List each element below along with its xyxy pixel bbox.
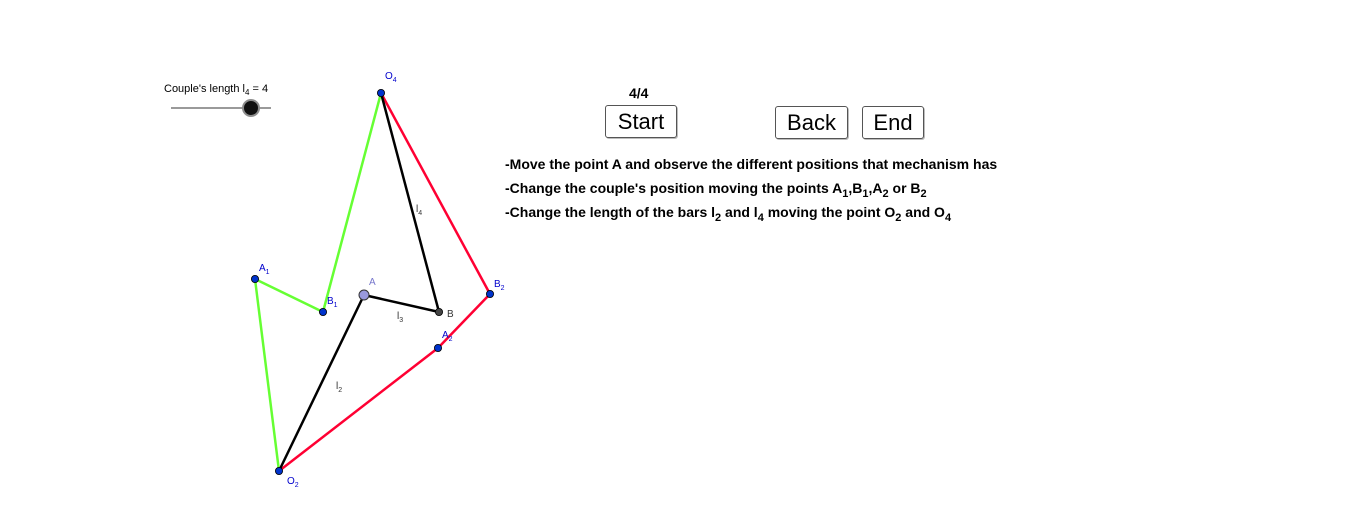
label-l4: l4 bbox=[416, 204, 422, 217]
red-bar-o2-a2 bbox=[278, 347, 439, 472]
point-b1[interactable] bbox=[318, 307, 327, 316]
red-bar-a2-b2 bbox=[437, 293, 491, 349]
slider-label: Couple's length l4 = 4 bbox=[164, 83, 269, 98]
point-b2[interactable] bbox=[485, 289, 494, 298]
green-bar-a1-b1 bbox=[254, 277, 324, 314]
label-o4: O4 bbox=[385, 71, 397, 84]
label-a1: A1 bbox=[259, 263, 270, 276]
green-bar-b1-o4 bbox=[321, 92, 383, 313]
point-a2[interactable] bbox=[433, 343, 442, 352]
instruction-line-2: -Change the couple's position moving the… bbox=[505, 180, 927, 200]
label-a: A bbox=[369, 277, 376, 288]
instruction-line-3: -Change the length of the bars l2 and l4… bbox=[505, 204, 952, 224]
green-bar-o2-a1 bbox=[253, 278, 281, 472]
instruction-line-1: -Move the point A and observe the differ… bbox=[505, 156, 998, 172]
label-b: B bbox=[447, 309, 454, 320]
label-b1: B1 bbox=[327, 296, 338, 309]
point-a[interactable] bbox=[358, 289, 370, 301]
bar-l4 bbox=[379, 92, 441, 313]
red-bar-b2-o4 bbox=[379, 92, 492, 295]
point-b[interactable] bbox=[434, 307, 443, 316]
point-o2[interactable] bbox=[274, 466, 283, 475]
slider-knob[interactable] bbox=[242, 99, 260, 117]
point-o4[interactable] bbox=[376, 89, 385, 98]
bar-l3 bbox=[363, 293, 440, 314]
label-a2: A2 bbox=[442, 330, 453, 343]
point-a1[interactable] bbox=[250, 274, 259, 283]
bar-l2 bbox=[277, 294, 366, 472]
end-button[interactable]: End bbox=[862, 106, 924, 139]
label-o2: O2 bbox=[287, 476, 299, 489]
slider-track[interactable] bbox=[171, 107, 271, 109]
label-l2: l2 bbox=[336, 381, 342, 394]
step-counter: 4/4 bbox=[629, 85, 649, 101]
back-button[interactable]: Back bbox=[775, 106, 848, 139]
label-l3: l3 bbox=[397, 311, 403, 324]
start-button[interactable]: Start bbox=[605, 105, 677, 138]
label-b2: B2 bbox=[494, 279, 505, 292]
